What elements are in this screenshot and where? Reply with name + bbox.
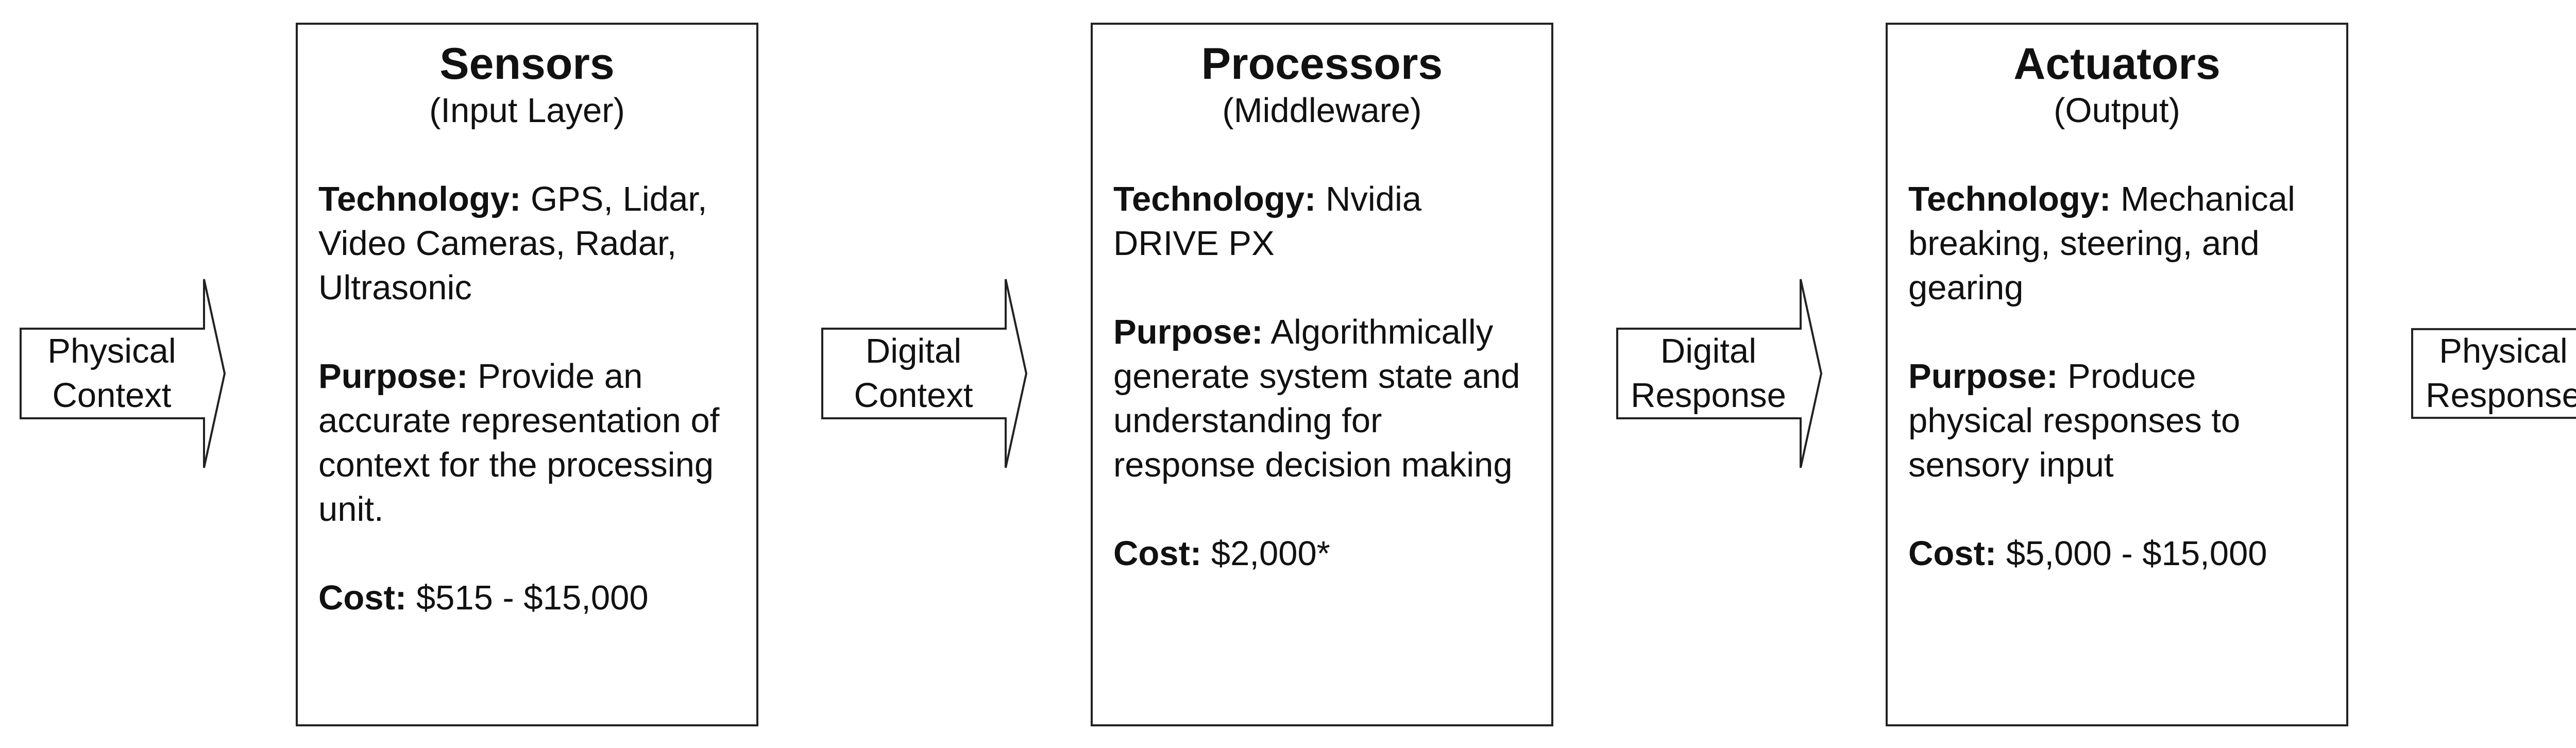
cost-label: Cost: bbox=[318, 579, 407, 617]
right-arrow-shape bbox=[2411, 328, 2576, 419]
cost-field: Cost: $515 - $15,000 bbox=[318, 576, 736, 620]
technology-label: Technology: bbox=[1908, 180, 2111, 218]
purpose-value: Produce physical responses to sensory in… bbox=[1908, 357, 2241, 484]
processors-box: Processors (Middleware) Technology: Nvid… bbox=[1091, 23, 1553, 726]
arrow-label-line: Context bbox=[854, 376, 973, 415]
purpose-value: Provide an accurate representation of co… bbox=[318, 357, 720, 529]
technology-field: Technology: GPS, Lidar, Video Cameras, R… bbox=[318, 177, 736, 310]
sensors-box: Sensors (Input Layer) Technology: GPS, L… bbox=[296, 23, 758, 726]
purpose-field: Purpose: Algorithmically generate system… bbox=[1113, 310, 1531, 487]
technology-field: Technology: Mechanical breaking, steerin… bbox=[1908, 177, 2326, 310]
arrow-label-line: Physical bbox=[2439, 332, 2568, 370]
arrow-label-line: Response bbox=[1631, 376, 1786, 415]
technology-label: Technology: bbox=[1113, 180, 1316, 218]
arrow-label: Digital Response bbox=[1616, 278, 1801, 469]
arrow-label: Digital Context bbox=[821, 278, 1006, 469]
box-title: Sensors bbox=[439, 39, 615, 89]
cost-value: $5,000 - $15,000 bbox=[2006, 534, 2267, 573]
technology-label: Technology: bbox=[318, 180, 521, 218]
purpose-field: Purpose: Provide an accurate representat… bbox=[318, 354, 736, 532]
cost-value: $515 - $15,000 bbox=[416, 579, 649, 617]
physical-response-arrow: Physical Response bbox=[2411, 278, 2576, 469]
cost-value: $2,000* bbox=[1211, 534, 1330, 573]
cost-label: Cost: bbox=[1908, 534, 1997, 573]
purpose-label: Purpose: bbox=[1908, 357, 2058, 396]
cost-field: Cost: $2,000* bbox=[1113, 532, 1531, 576]
technology-field: Technology: Nvidia DRIVE PX bbox=[1113, 177, 1531, 266]
arrow-label-line: Context bbox=[52, 376, 172, 415]
box-title: Processors bbox=[1201, 39, 1443, 89]
arrow-label-line: Digital bbox=[865, 332, 962, 370]
cost-label: Cost: bbox=[1113, 534, 1202, 573]
arrow-label: Physical Context bbox=[20, 278, 204, 469]
box-subtitle: (Input Layer) bbox=[429, 91, 625, 130]
technology-value: GPS, Lidar, Video Cameras, Radar, Ultras… bbox=[318, 180, 707, 307]
arrow-label-line: Physical bbox=[47, 332, 176, 370]
technology-value: Nvidia DRIVE PX bbox=[1113, 180, 1422, 263]
technology-value: Mechanical breaking, steering, and geari… bbox=[1908, 180, 2295, 307]
cost-field: Cost: $5,000 - $15,000 bbox=[1908, 532, 2326, 576]
digital-context-arrow: Digital Context bbox=[821, 278, 1028, 469]
purpose-field: Purpose: Produce physical responses to s… bbox=[1908, 354, 2326, 487]
right-arrow-shape bbox=[1616, 279, 1823, 468]
box-subtitle: (Output) bbox=[2054, 91, 2180, 130]
arrow-label: Physical Response bbox=[2411, 278, 2576, 469]
purpose-label: Purpose: bbox=[1113, 313, 1263, 351]
right-arrow-shape bbox=[821, 279, 1028, 468]
arrow-label-line: Digital bbox=[1660, 332, 1757, 370]
digital-response-arrow: Digital Response bbox=[1616, 278, 1823, 469]
purpose-value: Algorithmically generate system state an… bbox=[1113, 313, 1520, 484]
purpose-label: Purpose: bbox=[318, 357, 468, 396]
right-arrow-shape bbox=[20, 279, 226, 468]
arrow-label-line: Response bbox=[2426, 376, 2576, 415]
box-subtitle: (Middleware) bbox=[1222, 91, 1422, 130]
physical-context-arrow: Physical Context bbox=[20, 278, 226, 469]
actuators-box: Actuators (Output) Technology: Mechanica… bbox=[1886, 23, 2348, 726]
box-title: Actuators bbox=[2013, 39, 2221, 89]
